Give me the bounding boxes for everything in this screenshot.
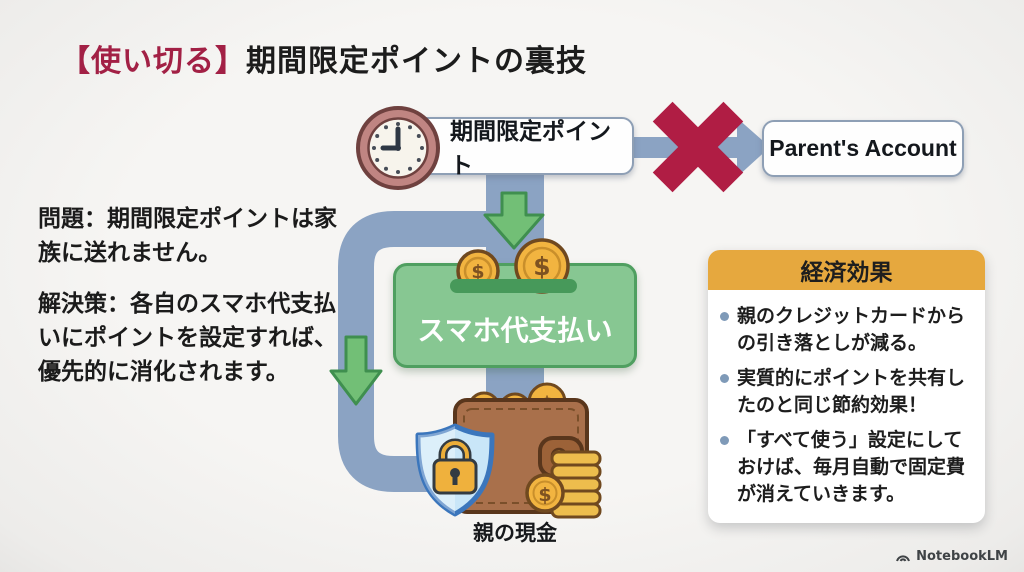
limited-points-label: 期間限定ポイント — [450, 119, 611, 179]
bullet-icon — [720, 374, 729, 383]
benefit-text: 「すべて使う」設定にしておけば、毎月自動で固定費が消えていきます。 — [737, 429, 966, 505]
notebooklm-logo-icon — [896, 554, 911, 562]
brand-name: NotebookLM — [916, 549, 1008, 564]
benefits-list: 親のクレジットカードからの引き落としが減る。 実質的にポイントを共有したのと同じ… — [708, 290, 985, 523]
blocked-arrow — [632, 118, 770, 177]
solution-label: 解決策： — [38, 291, 130, 317]
wallet-tab — [538, 436, 584, 478]
benefits-panel: 経済効果 親のクレジットカードからの引き落としが減る。 実質的にポイントを共有し… — [708, 250, 985, 523]
benefit-item: 実質的にポイントを共有したのと同じ節約効果！ — [720, 365, 973, 419]
page-title: 【使い切る】期間限定ポイントの裏技 — [60, 36, 587, 80]
cross-icon — [652, 101, 744, 193]
benefit-text: 実質的にポイントを共有したのと同じ節約効果！ — [737, 367, 966, 416]
benefit-text: 親のクレジットカードからの引き落としが減る。 — [737, 305, 966, 354]
dollar-sign: $ — [541, 393, 554, 414]
notes-panel: 問題：期間限定ポイントは家族に送れません。 解決策：各自のスマホ代支払いにポイン… — [38, 202, 346, 389]
solution-text: 各自のスマホ代支払いにポイントを設定すれば、優先的に消化されます。 — [38, 291, 337, 385]
phone-payment-label: スマホ代支払い — [417, 313, 613, 347]
solution-note: 解決策：各自のスマホ代支払いにポイントを設定すれば、優先的に消化されます。 — [38, 287, 346, 389]
down-arrow-icon — [483, 191, 545, 250]
bullet-icon — [720, 436, 729, 445]
wallet-icon: $ — [453, 382, 589, 514]
brand-footer: NotebookLM — [895, 549, 1008, 564]
title-main: 期間限定ポイントの裏技 — [246, 44, 587, 79]
coins-icon: $ — [467, 382, 567, 426]
problem-note: 問題：期間限定ポイントは家族に送れません。 — [38, 202, 346, 270]
problem-label: 問題： — [38, 206, 107, 232]
benefit-item: 「すべて使う」設定にしておけば、毎月自動で固定費が消えていきます。 — [720, 427, 973, 508]
parent-account-label: Parent's Account — [769, 135, 957, 161]
title-highlight: 【使い切る】 — [60, 44, 246, 79]
wallet-clasp — [550, 447, 568, 465]
shield-lock-icon — [415, 423, 495, 517]
limited-points-node: 期間限定ポイント — [412, 117, 634, 179]
bullet-icon — [720, 312, 729, 321]
parent-cash-label: 親の現金 — [473, 521, 557, 545]
phone-payment-node: スマホ代支払い — [393, 263, 637, 368]
coin-stack-icon: $ — [525, 450, 602, 519]
problem-text: 期間限定ポイントは家族に送れません。 — [38, 206, 337, 266]
parent-account-node: Parent's Account — [762, 120, 964, 177]
benefit-item: 親のクレジットカードからの引き落としが減る。 — [720, 303, 973, 357]
dollar-sign: $ — [538, 484, 551, 506]
benefits-title: 経済効果 — [708, 250, 985, 290]
